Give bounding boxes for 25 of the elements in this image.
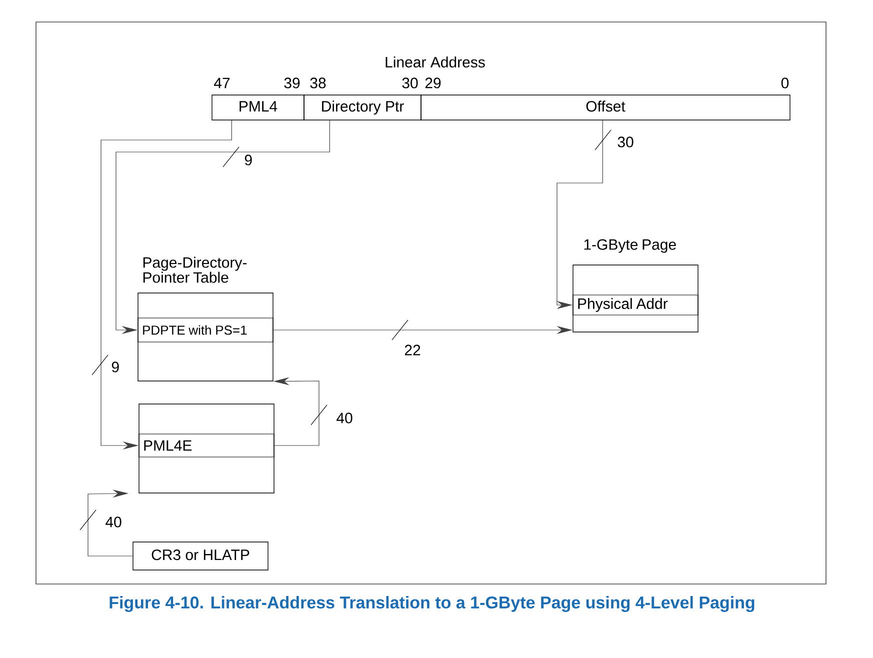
arrow [116,120,330,334]
bit-number: 30 [402,78,418,88]
address-field: CR3 or HLATP [132,542,268,570]
edge-label: 40 [336,412,352,424]
bit-number: 38 [310,78,326,88]
node-label: Page-Directory- Pointer Table [143,256,247,283]
address-field: PML4 [212,94,304,120]
node-label: 1-GByte Page [584,239,676,253]
heading: Linear Address [386,56,485,68]
figure-caption: Figure 4-10. Linear-Address Translation to a 1-GByte Page using 4-Level Paging [110,596,754,612]
edge-label: 9 [112,362,119,372]
table-box [138,404,274,494]
edge-label: 40 [106,516,122,528]
edge-label: 22 [404,344,420,356]
address-field: Directory Ptr [304,94,422,120]
edge-label: 9 [244,154,252,166]
table-row: Physical Addr [572,294,698,316]
arrow [88,490,133,556]
edge-label: 30 [618,136,634,148]
bit-number: 39 [284,78,300,88]
address-field: Offset [420,94,790,120]
table-row: PML4E [138,434,274,458]
table-row: PDPTE with PS=1 [138,318,274,342]
bit-number: 29 [425,78,441,88]
arrow [100,120,232,450]
